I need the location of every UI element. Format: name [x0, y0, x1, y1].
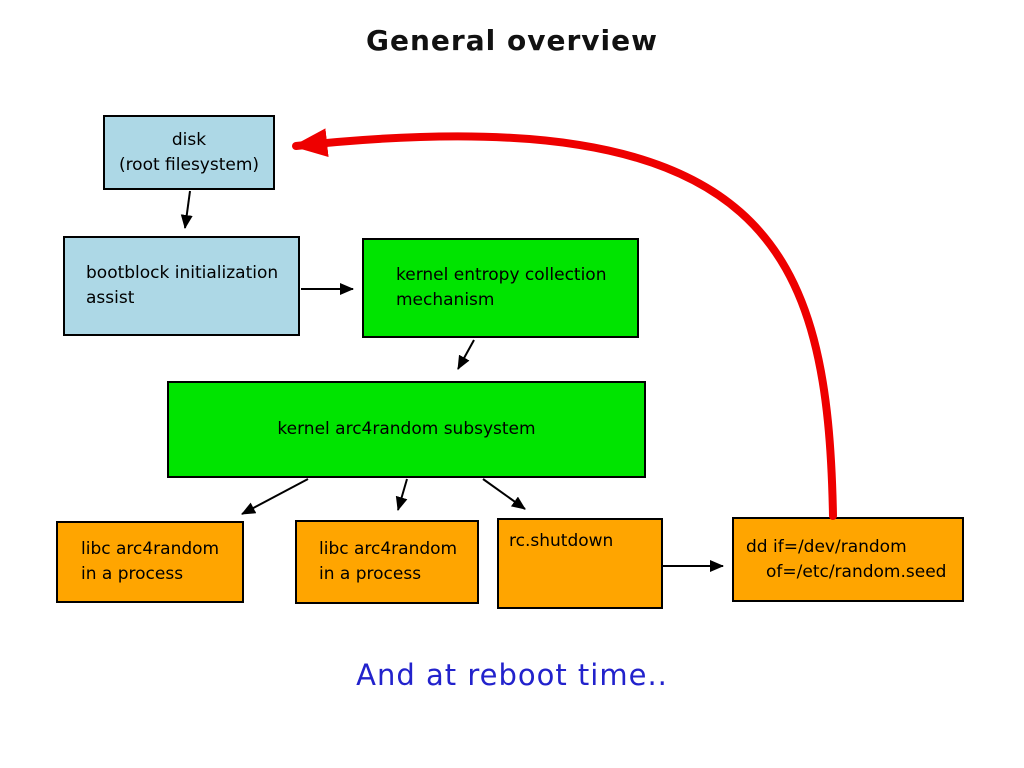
diagram-node-arc4random-subsystem: kernel arc4random subsystem [167, 381, 646, 478]
diagram-node-disk: disk (root filesystem) [103, 115, 275, 190]
node-label-line: in a process [81, 564, 184, 584]
arrow-entropy-to-arc4random [457, 339, 475, 370]
diagram-node-bootblock: bootblock initialization assist [63, 236, 300, 336]
node-label-line: libc arc4random [81, 539, 220, 559]
footer-caption: And at reboot time.. [356, 658, 668, 692]
diagram-node-dd-random-seed: dd if=/dev/random of=/etc/random.seed [732, 517, 964, 602]
arrow-arc4random-to-libc1 [241, 478, 309, 515]
diagram-node-rc-shutdown: rc.shutdown [497, 518, 663, 609]
node-label-line: libc arc4random [319, 539, 458, 559]
node-label-line: in a process [319, 564, 422, 584]
node-label-line: mechanism [396, 290, 495, 310]
page-title: General overview [366, 24, 658, 57]
diagram-node-libc-process-1: libc arc4random in a process [56, 521, 244, 603]
node-label-line: rc.shutdown [509, 531, 614, 551]
node-label-line: disk [171, 129, 207, 150]
diagram-node-libc-process-2: libc arc4random in a process [295, 520, 479, 604]
diagram-node-kernel-entropy: kernel entropy collection mechanism [362, 238, 639, 338]
arrow-arc4random-to-libc2 [395, 478, 408, 511]
node-label-line: assist [86, 288, 135, 308]
node-label-line: kernel entropy collection [396, 265, 607, 285]
node-label-line: (root filesystem) [118, 154, 260, 175]
arrow-arc4random-to-rc-shutdown [482, 478, 526, 510]
node-label-line: bootblock initialization [86, 263, 279, 283]
node-label-line: dd if=/dev/random [746, 536, 907, 557]
node-label-line: kernel arc4random subsystem [277, 419, 536, 439]
node-label-line: of=/etc/random.seed [766, 561, 947, 582]
arrow-disk-to-bootblock [180, 190, 193, 229]
